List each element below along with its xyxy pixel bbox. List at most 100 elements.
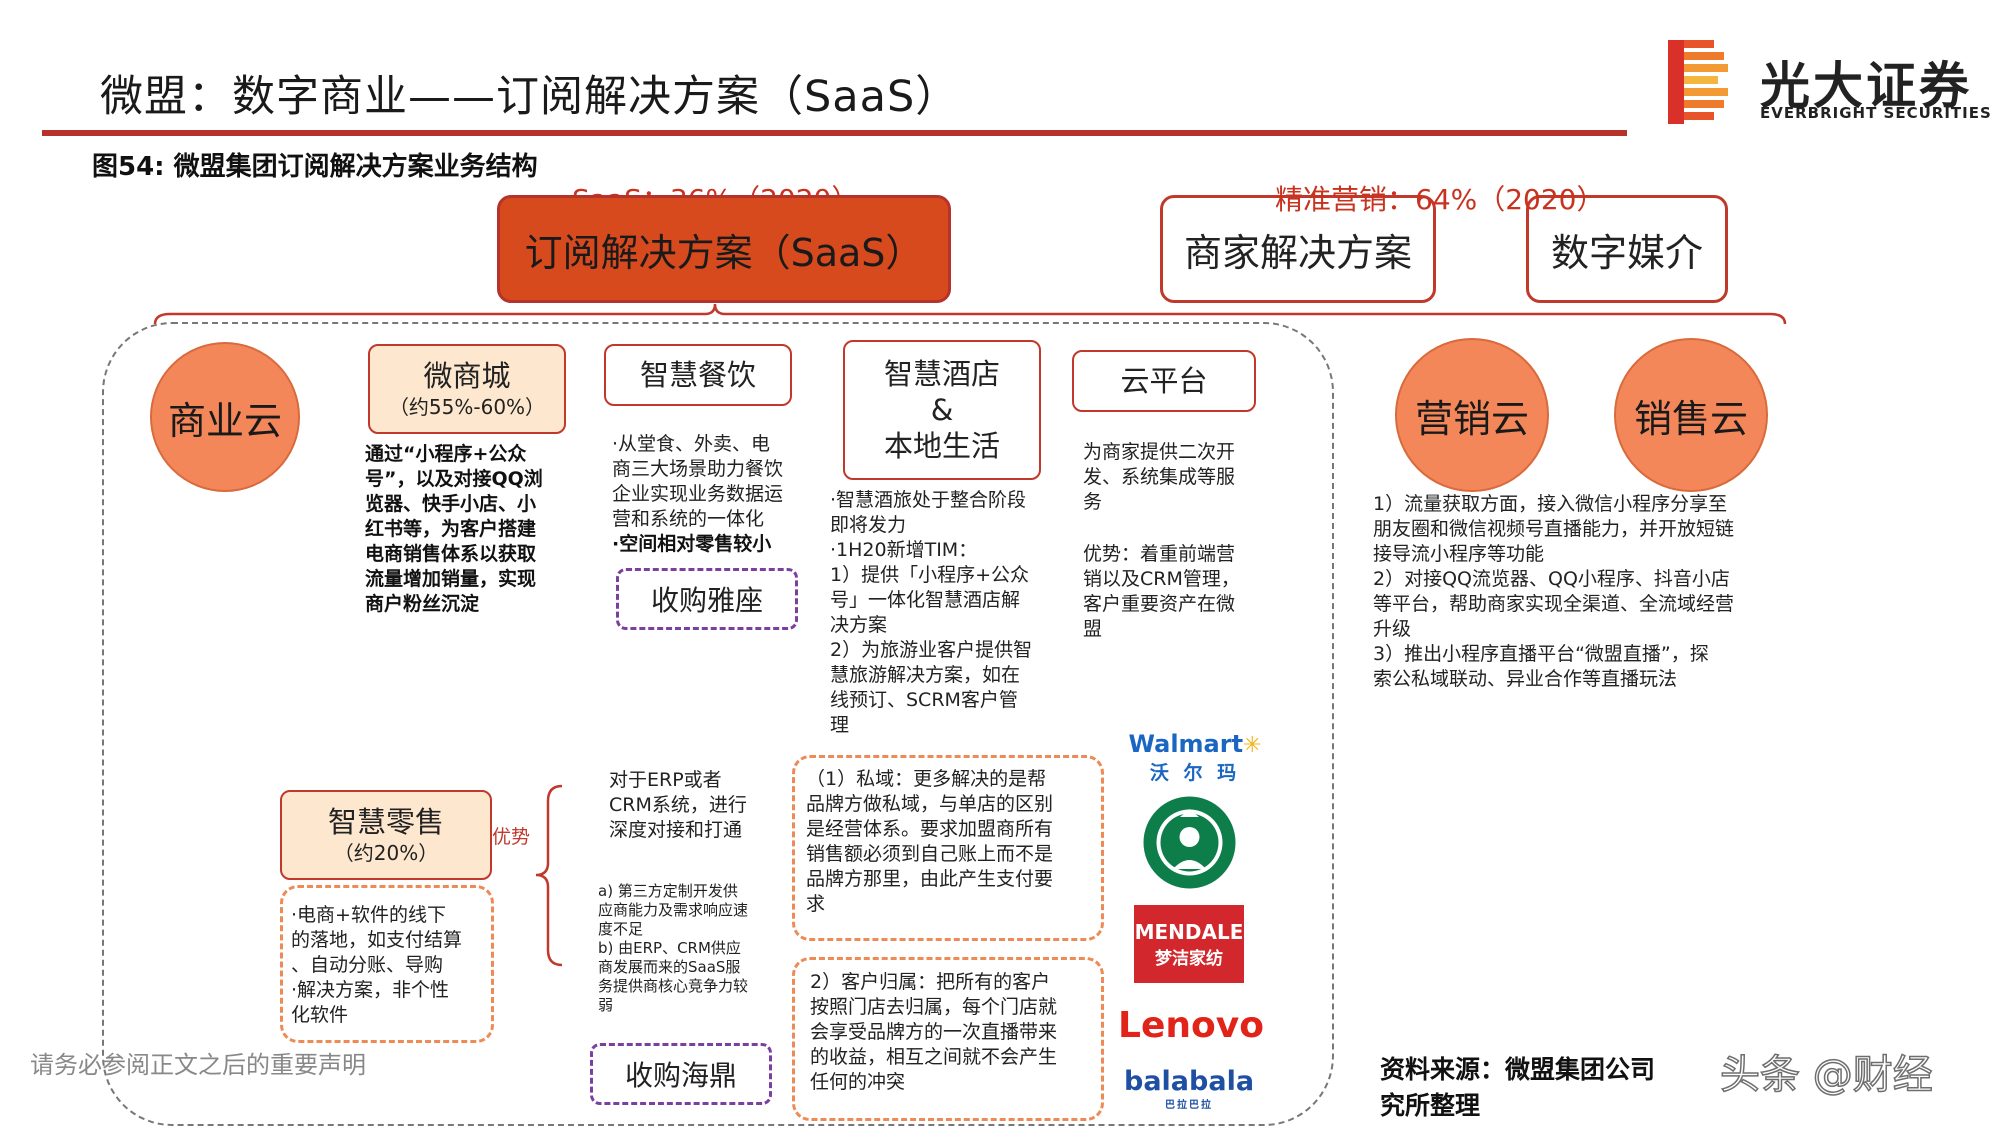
everbright-logo-icon: [1668, 40, 1728, 124]
logo-english: EVERBRIGHT SECURITIES: [1760, 104, 1992, 122]
right-desc-line: 等平台，帮助商家实现全渠道、全流域经营: [1373, 593, 1735, 615]
mall-desc-line: 览器、快手小店、小: [365, 493, 537, 515]
customer-ownership-text: 2）客户归属：把所有的客户 按照门店去归属，每个门店就 会享受品牌方的一次直播带…: [810, 970, 1094, 1095]
walmart-logo: Walmart✳ 沃 尔 玛: [1125, 730, 1265, 785]
erp-note-line: a) 第三方定制开发供: [598, 882, 738, 900]
saas-segment-box: 订阅解决方案（SaaS）: [497, 195, 951, 303]
catering-desc-line: 商三大场景助力餐饮: [612, 458, 784, 480]
mendale-logo: MENDALE 梦洁家纺: [1134, 905, 1244, 983]
smart-retail-title: 智慧零售: [327, 805, 444, 840]
retail-description: ·电商+软件的线下 的落地，如支付结算 、自动分账、导购 ·解决方案，非个性 化…: [291, 903, 486, 1028]
smart-hotel-line1: 智慧酒店: [883, 356, 1000, 391]
retail-desc-line: ·解决方案，非个性: [291, 979, 450, 1001]
marketing-sales-description: 1）流量获取方面，接入微信小程序分享至 朋友圈和微信视频号直播能力，并开放短链 …: [1373, 492, 1793, 692]
page-title: 微盟：数字商业——订阅解决方案（SaaS）: [100, 72, 960, 122]
hotel-desc-line: 理: [830, 714, 850, 736]
hotel-desc-line: 号」一体化智慧酒店解: [830, 589, 1021, 611]
smart-mall-title: 微商城: [423, 359, 511, 394]
sales-cloud-circle: 销售云: [1614, 338, 1768, 492]
business-cloud-circle: 商业云: [150, 342, 300, 492]
right-desc-line: 3）推出小程序直播平台“微盟直播”，探: [1373, 643, 1709, 665]
starbucks-logo-icon: [1143, 796, 1236, 889]
cloud-adv-line: 客户重要资产在微: [1083, 593, 1236, 615]
acquire-haiding-box: 收购海鼎: [590, 1043, 772, 1105]
erp-note-line: b) 由ERP、CRM供应: [598, 939, 741, 957]
catering-desc-line: ·从堂食、外卖、电: [612, 433, 771, 455]
mall-desc-line: 电商销售体系以获取: [365, 543, 537, 565]
cloud-description: 为商家提供二次开 发、系统集成等服 务: [1083, 440, 1263, 515]
private-domain-line: 品牌方做私域，与单店的区别: [806, 793, 1054, 815]
right-desc-line: 朋友圈和微信视频号直播能力，并开放短链: [1373, 518, 1735, 540]
private-domain-frame: [792, 755, 1104, 941]
hotel-desc-line: 1）提供「小程序+公众: [830, 564, 1030, 586]
erp-notes: a) 第三方定制开发供 应商能力及需求响应速 度不足 b) 由ERP、CRM供应…: [598, 882, 780, 1015]
hotel-desc-line: ·1H20新增TIM：: [830, 539, 978, 561]
mendale-name: MENDALE: [1134, 919, 1244, 944]
walmart-spark-icon: ✳: [1243, 733, 1262, 758]
catering-desc-line: 营和系统的一体化: [612, 508, 765, 530]
right-desc-line: 1）流量获取方面，接入微信小程序分享至: [1373, 493, 1728, 515]
cloud-desc-line: 发、系统集成等服: [1083, 466, 1236, 488]
logo-chinese: 光大证券: [1760, 57, 1972, 115]
hotel-desc-line: 慧旅游解决方案，如在: [830, 664, 1021, 686]
mall-desc-line: 号”，以及对接QQ浏: [365, 468, 543, 490]
smart-hotel-box: 智慧酒店 & 本地生活: [843, 340, 1041, 480]
cloud-desc-line: 为商家提供二次开: [1083, 441, 1236, 463]
smart-retail-box: 智慧零售 （约20%）: [280, 790, 492, 880]
lenovo-logo: Lenovo: [1118, 1005, 1264, 1046]
customer-own-line: 2）客户归属：把所有的客户: [810, 971, 1051, 993]
cloud-adv-line: 优势：着重前端营: [1083, 543, 1236, 565]
source-line: 资料来源：微盟集团公司: [1380, 1055, 1656, 1084]
private-domain-line: 是经营体系。要求加盟商所有: [806, 818, 1054, 840]
marketing-share-label: 精准营销：64%（2020）: [1275, 183, 1605, 216]
retail-desc-line: 化软件: [291, 1004, 349, 1026]
right-desc-line: 接导流小程序等功能: [1373, 543, 1545, 565]
customer-own-line: 会享受品牌方的一次直播带来: [810, 1021, 1058, 1043]
erp-note-line: 务提供商核心竞争力较: [598, 977, 749, 995]
customer-own-line: 的收益，相互之间就不会产生: [810, 1046, 1058, 1068]
walmart-name: Walmart: [1128, 730, 1244, 758]
erp-note-line: 商发展而来的SaaS服: [598, 958, 741, 976]
mall-desc-line: 红书等，为客户搭建: [365, 518, 537, 540]
private-domain-text: （1）私域：更多解决的是帮 品牌方做私域，与单店的区别 是经营体系。要求加盟商所…: [806, 767, 1092, 917]
retail-desc-line: 、自动分账、导购: [291, 954, 444, 976]
source-line: 究所整理: [1380, 1091, 1481, 1120]
retail-desc-line: ·电商+软件的线下: [291, 904, 446, 926]
cloud-adv-line: 盟: [1083, 618, 1103, 640]
source-note: 资料来源：微盟集团公司 究所整理: [1380, 1052, 1655, 1124]
cloud-advantage: 优势：着重前端营 销以及CRM管理， 客户重要资产在微 盟: [1083, 542, 1263, 642]
erp-desc-line: 对于ERP或者: [609, 769, 722, 791]
private-domain-line: 销售额必须到自己账上而不是: [806, 843, 1054, 865]
right-desc-line: 2）对接QQ流览器、QQ小程序、抖音小店: [1373, 568, 1730, 590]
mendale-cn-name: 梦洁家纺: [1155, 948, 1223, 969]
balabala-logo: balabala 巴拉巴拉: [1124, 1068, 1254, 1112]
retail-desc-frame: [280, 885, 494, 1043]
figure-title: 图54: 微盟集团订阅解决方案业务结构: [92, 152, 538, 182]
disclaimer-note: 请务必参阅正文之后的重要声明: [30, 1051, 366, 1079]
watermark-text: 头条 @财经: [1719, 1051, 1933, 1099]
hotel-desc-line: 决方案: [830, 614, 888, 636]
hotel-desc-line: 即将发力: [830, 514, 907, 536]
title-divider: [42, 130, 1627, 136]
customer-own-line: 按照门店去归属，每个门店就: [810, 996, 1058, 1018]
smart-retail-share: （约20%）: [333, 840, 439, 865]
erp-desc-line: CRM系统，进行: [609, 794, 747, 816]
smart-catering-box: 智慧餐饮: [604, 344, 792, 406]
retail-desc-line: 的落地，如支付结算: [291, 929, 463, 951]
right-desc-line: 索公私域联动、异业合作等直播玩法: [1373, 668, 1678, 690]
advantage-brace: [535, 784, 563, 967]
erp-note-line: 度不足: [598, 920, 644, 938]
customer-own-line: 任何的冲突: [810, 1071, 906, 1093]
hotel-description: ·智慧酒旅处于整合阶段 即将发力 ·1H20新增TIM： 1）提供「小程序+公众…: [830, 488, 1062, 738]
marketing-cloud-circle: 营销云: [1395, 338, 1549, 492]
mall-desc-line: 通过“小程序+公众: [365, 443, 527, 465]
erp-note-line: 弱: [598, 996, 614, 1014]
mall-desc-line: 商户粉丝沉淀: [365, 593, 480, 615]
advantage-label: 优势: [492, 826, 531, 848]
private-domain-line: 品牌方那里，由此产生支付要: [806, 868, 1054, 890]
hotel-desc-line: 线预订、SCRM客户管: [830, 689, 1018, 711]
smart-mall-share: （约55%-60%）: [388, 394, 546, 419]
cloud-platform-title: 云平台: [1120, 363, 1208, 398]
balabala-cn-name: 巴拉巴拉: [1165, 1100, 1213, 1111]
smart-hotel-line3: 本地生活: [883, 429, 1000, 464]
